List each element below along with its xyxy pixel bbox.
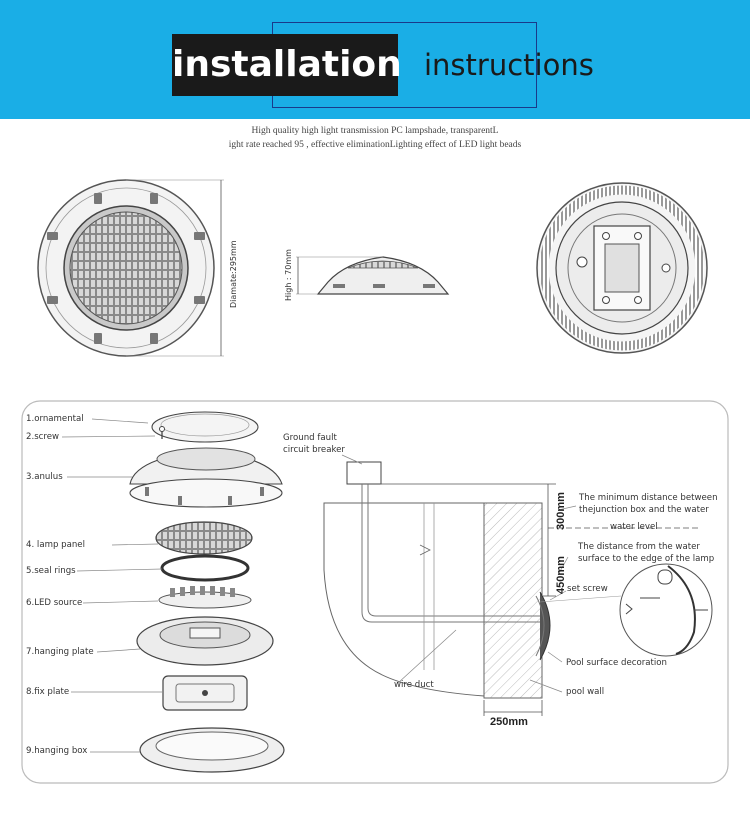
- part-label-hanging-box: 9.hanging box: [26, 746, 88, 756]
- part-label-fix-plate: 8.fix plate: [26, 687, 70, 697]
- part-label-screw: 2.screw: [26, 432, 60, 442]
- min-distance-label-1: The minimum distance between: [579, 493, 718, 503]
- exploded-view: [129, 411, 285, 773]
- part-label-seal-rings: 5.seal rings: [26, 566, 76, 576]
- front-view-lamp: [37, 179, 224, 357]
- set-screw-label: set screw: [567, 584, 608, 594]
- part-label-ornamental: 1.ornamental: [26, 414, 84, 424]
- caption-line-1: High quality high light transmission PC …: [251, 126, 499, 136]
- caption-line-2: ight rate reached 95 , effective elimina…: [228, 140, 522, 150]
- ground-fault-label-2: circuit breaker: [283, 445, 345, 455]
- dim-450mm: 450mm: [555, 556, 567, 594]
- part-label-hanging-plate: 7.hanging plate: [26, 647, 94, 657]
- surface-distance-label-1: The distance from the water: [578, 542, 700, 552]
- ground-fault-label-1: Ground fault: [283, 433, 337, 443]
- dim-250mm: 250mm: [490, 716, 528, 728]
- min-distance-label-2: thejunction box and the water: [579, 505, 709, 515]
- title-installation: installation: [172, 34, 402, 96]
- surface-distance-label-2: surface to the edge of the lamp: [578, 554, 715, 564]
- height-label: High : 70mm: [284, 249, 293, 301]
- part-label-anulus: 3.anulus: [26, 472, 63, 482]
- side-view-lamp: [296, 256, 450, 295]
- part-label-led-source: 6.LED source: [26, 598, 83, 608]
- installation-section: [323, 454, 713, 716]
- pool-surface-decoration-label: Pool surface decoration: [566, 658, 667, 668]
- part-label-lamp-panel: 4. lamp panel: [26, 540, 85, 550]
- pool-wall-label: pool wall: [566, 687, 605, 697]
- title-instructions: instructions: [424, 48, 594, 82]
- dim-300mm: 300mm: [555, 492, 567, 530]
- water-level-label: water level: [610, 522, 658, 532]
- wire-duct-label: wire duct: [394, 680, 434, 690]
- installation-panel-border: [21, 400, 729, 784]
- diameter-label: Diamate:295mm: [229, 240, 238, 308]
- back-view-lamp: [536, 182, 708, 354]
